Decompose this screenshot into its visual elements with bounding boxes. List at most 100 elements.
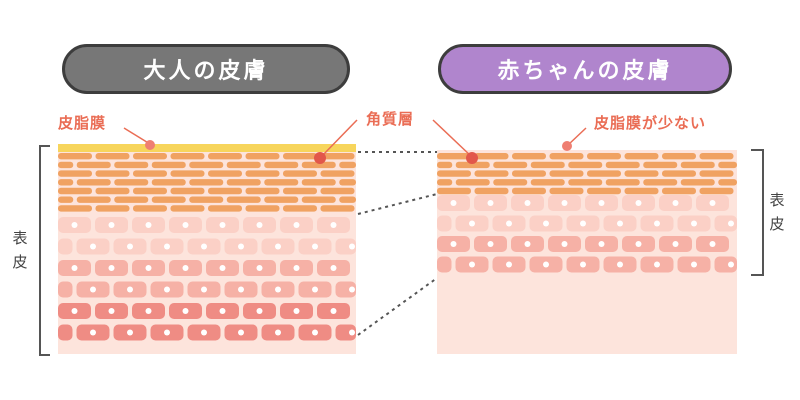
corneum-cell [58, 187, 92, 195]
baby-epidermis-cells [437, 195, 737, 273]
cell-nucleus [90, 329, 96, 336]
corneum-cell [133, 170, 167, 177]
cell-nucleus [90, 243, 96, 250]
corneum-cell [264, 161, 299, 169]
cell-nucleus [524, 200, 531, 206]
corneum-cell [245, 205, 280, 212]
adult-stratum-corneum [58, 153, 356, 212]
cell-nucleus [691, 220, 697, 227]
cell-nucleus [450, 200, 457, 206]
corneum-cell [283, 170, 317, 177]
cell-nucleus [635, 200, 642, 206]
cell-nucleus [672, 241, 679, 247]
corneum-cell [133, 187, 167, 195]
cell-nucleus [238, 243, 244, 250]
corneum-cell [587, 153, 621, 160]
cell-nucleus [691, 261, 697, 268]
corneum-cell [474, 153, 509, 160]
corneum-cell [226, 196, 261, 203]
corneum-cell [493, 179, 528, 186]
corneum-cell [170, 170, 205, 177]
connector-middle [357, 193, 438, 215]
cell-nucleus [71, 265, 78, 271]
corneum-cell [624, 153, 659, 160]
corneum-cell [283, 153, 317, 160]
cell-nucleus [330, 222, 337, 228]
cell-nucleus [506, 220, 512, 227]
corneum-cell [95, 205, 130, 212]
label-epidermis-baby: 表皮 [769, 191, 785, 233]
corneum-cell [208, 187, 242, 195]
corneum-cell [170, 205, 205, 212]
cell-nucleus [275, 243, 281, 250]
cell-nucleus [635, 241, 642, 247]
cell-nucleus [71, 308, 78, 314]
cell-nucleus [598, 200, 605, 206]
sebum-film-dot [145, 140, 155, 150]
corneum-cell [245, 187, 280, 195]
cell-nucleus [598, 241, 605, 247]
corneum-cell [643, 161, 678, 169]
corneum-leader-baby [432, 119, 473, 158]
corneum-cell [643, 179, 678, 186]
corneum-cell [474, 187, 509, 195]
cell-nucleus [524, 241, 531, 247]
cell-nucleus [506, 261, 512, 268]
cell-nucleus [709, 200, 716, 206]
cell-nucleus [127, 243, 133, 250]
cell-nucleus [108, 265, 115, 271]
corneum-cell [301, 179, 336, 186]
corneum-cell [170, 153, 205, 160]
cell-nucleus [164, 286, 170, 293]
epidermis-cell [58, 324, 73, 341]
cell-nucleus [182, 222, 189, 228]
epidermis-cell [437, 215, 452, 232]
corneum-cell [58, 153, 92, 160]
corneum-cell [718, 179, 737, 186]
cell-nucleus [127, 286, 133, 293]
cell-nucleus [219, 308, 226, 314]
cell-nucleus [164, 329, 170, 336]
epidermis-cell [437, 256, 452, 273]
corneum-cell [208, 153, 242, 160]
corneum-cell [58, 196, 74, 203]
corneum-cell [264, 179, 299, 186]
corneum-dot-adult [314, 152, 326, 164]
corneum-cell [320, 205, 355, 212]
corneum-cell [662, 153, 696, 160]
cell-nucleus [487, 241, 494, 247]
corneum-cell [605, 161, 640, 169]
corneum-cell [189, 196, 224, 203]
cell-nucleus [219, 265, 226, 271]
adult-skin-title-text: 大人の皮膚 [143, 59, 269, 84]
cell-nucleus [145, 308, 152, 314]
cell-nucleus [201, 286, 207, 293]
adult-sebum-film [58, 144, 356, 152]
corneum-cell [95, 153, 130, 160]
corneum-cell [568, 161, 603, 169]
cell-nucleus [654, 261, 660, 268]
corneum-cell [320, 170, 355, 177]
cell-nucleus [617, 220, 623, 227]
cell-nucleus [182, 265, 189, 271]
corneum-cell [605, 179, 640, 186]
baby-epidermis-bracket [751, 149, 764, 276]
corneum-cell [114, 179, 149, 186]
cell-nucleus [256, 222, 263, 228]
cell-nucleus [617, 261, 623, 268]
cell-nucleus [127, 329, 133, 336]
cell-nucleus [543, 261, 549, 268]
corneum-cell [493, 161, 528, 169]
corneum-cell [437, 153, 471, 160]
cell-nucleus [561, 200, 568, 206]
cell-nucleus [469, 261, 475, 268]
corneum-cell [455, 179, 490, 186]
corneum-cell [208, 170, 242, 177]
corneum-leader-adult [320, 119, 358, 158]
corneum-cell [512, 187, 546, 195]
corneum-cell [95, 170, 130, 177]
corneum-cell [58, 170, 92, 177]
cell-nucleus [219, 222, 226, 228]
epidermis-cell [714, 215, 737, 232]
cell-nucleus [71, 222, 78, 228]
